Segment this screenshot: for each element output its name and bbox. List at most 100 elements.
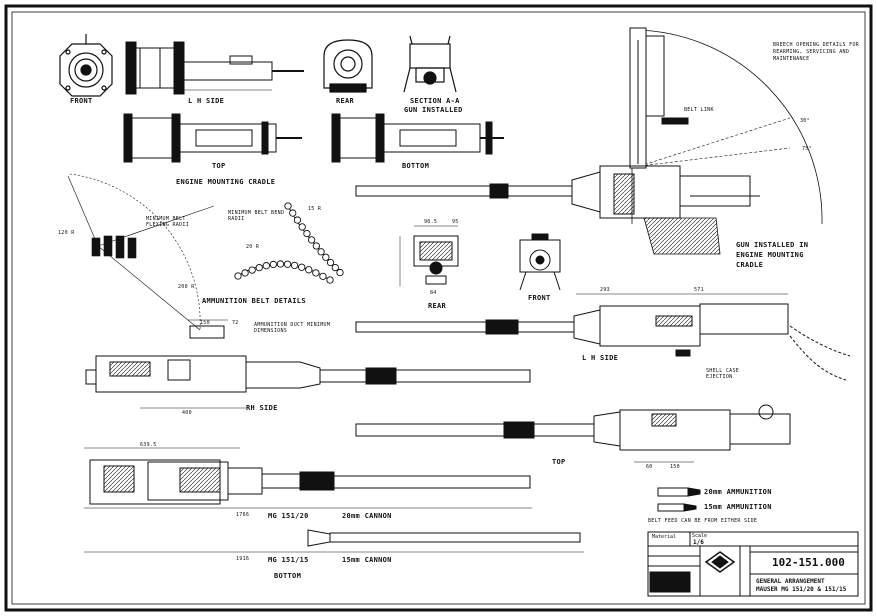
belt-link [326,258,335,267]
cannon-15mm-barrel [84,529,584,553]
belt-link [326,276,334,284]
sheet-border [4,4,873,612]
belt-link [290,261,299,270]
label-min-belt-bend: MINIMUM BELT BEND RADII [228,210,285,222]
tb-material-label: Material [652,534,677,540]
label-ammo-belt-details: AMMUNITION BELT DETAILS [202,297,306,305]
belt-link [262,262,270,270]
tb-title-line2: MAUSER MG 151/20 & 151/15 [756,586,847,593]
label-section-aa: SECTION A-A [410,97,460,105]
gun-installed-cradle-view [355,27,823,255]
label-mg-151-15: MG 151/15 [268,556,309,564]
dim-20r: 20 R [246,244,260,250]
label-front-small: FRONT [528,294,551,302]
bottom-cradle-view [331,113,504,163]
label-ammo-20: 20mm AMMUNITION [704,488,772,496]
title-block [647,531,859,597]
dim-120: 120 R [58,230,75,236]
dim-200: 200 R [178,284,195,290]
belt-link [283,260,292,268]
ammo-duct [188,319,228,339]
dim-90-5: 90.5 [424,219,438,225]
belt-link [319,272,327,280]
label-breech-note: BREECH OPENING DETAILS FOR REARMING, SER… [773,42,860,62]
label-rh-side: RH SIDE [246,404,278,412]
label-mg-151-20: MG 151/20 [268,512,309,520]
lh-side-gun-view [355,293,851,381]
label-top: TOP [212,162,226,170]
label-rear-small: REAR [428,302,447,310]
front-small-view [519,233,561,291]
belt-link [298,263,306,271]
ammo-cartridges [657,487,701,512]
dim-400: 400 [182,410,192,416]
tb-drawing-number: 102-151.000 [772,556,845,569]
label-min-belt-flexing: MINIMUM BELT FLEXING RADII [146,216,190,228]
belt-link [312,269,320,277]
front-view [59,34,113,97]
belt-link [284,202,292,210]
ammo-belt-fan [67,173,215,331]
dim-84: 84 [430,290,437,296]
tb-title-line1: GENERAL ARRANGEMENT [756,578,825,585]
tb-scale-value: 1/6 [693,539,704,546]
dim-75: 75° [802,146,812,152]
label-bottom: BOTTOM [402,162,430,170]
dim-1766: 1766 [236,512,250,518]
section-aa-view [403,35,457,93]
dim-30: 30° [800,118,810,124]
company-logo [704,551,736,573]
label-ammo-15: 15mm AMMUNITION [704,503,772,511]
dim-15r: 15 R [308,206,322,212]
label-lh-side: L H SIDE [188,97,225,105]
dim-639-5: 639.5 [140,442,157,448]
belt-link [336,268,344,277]
belt-link [331,263,339,272]
belt-link [303,229,311,238]
belt-link [248,266,256,274]
label-lh-side-gun: L H SIDE [582,354,619,362]
dim-293: 293 [600,287,610,293]
label-bottom-gun: BOTTOM [274,572,302,580]
label-gun-installed: GUN INSTALLED [404,106,463,114]
belt-link [289,209,297,217]
belt-link [269,260,278,269]
dim-1916: 1916 [236,556,250,562]
sheet-inner-border [11,11,866,605]
dim-150: 150 [200,320,210,326]
label-front: FRONT [70,97,93,105]
label-belt-link: BELT LINK [684,107,714,113]
belt-link [317,248,325,256]
label-belt-feed: BELT FEED CAN BE FROM EITHER SIDE [648,518,758,524]
dim-72: 72 [232,320,239,326]
rh-side-gun-view [85,355,531,409]
belt-link [293,216,302,224]
belt-link [276,260,285,268]
ammo-belt-links [234,202,344,284]
rear-small-view [399,225,459,286]
belt-link [234,272,242,280]
rear-cradle-view [323,39,373,93]
label-cannon-15: 15mm CANNON [342,556,392,564]
belt-link [322,253,330,261]
dim-95: 95 [452,219,459,225]
belt-link [298,223,306,231]
dim-60: 60 [646,464,653,470]
label-ammo-duct: AMMUNITION DUCT MINIMUM DIMENSIONS [254,322,331,334]
dim-150b: 150 [670,464,680,470]
tb-scale-label: Scale [692,533,708,539]
bottom-gun-view [84,447,532,509]
label-rear: REAR [336,97,355,105]
belt-link [241,269,249,277]
top-gun-view [355,404,791,463]
label-engine-mounting-cradle: ENGINE MOUNTING CRADLE [176,178,276,186]
belt-link [255,263,263,272]
belt-link [312,242,321,250]
dim-571: 571 [694,287,704,293]
belt-link [307,236,316,244]
belt-link [305,266,313,274]
label-shell-case: SHELL CASE EJECTION [706,368,740,380]
label-top-gun: TOP [552,458,566,466]
lh-side-cradle-view [125,41,304,95]
